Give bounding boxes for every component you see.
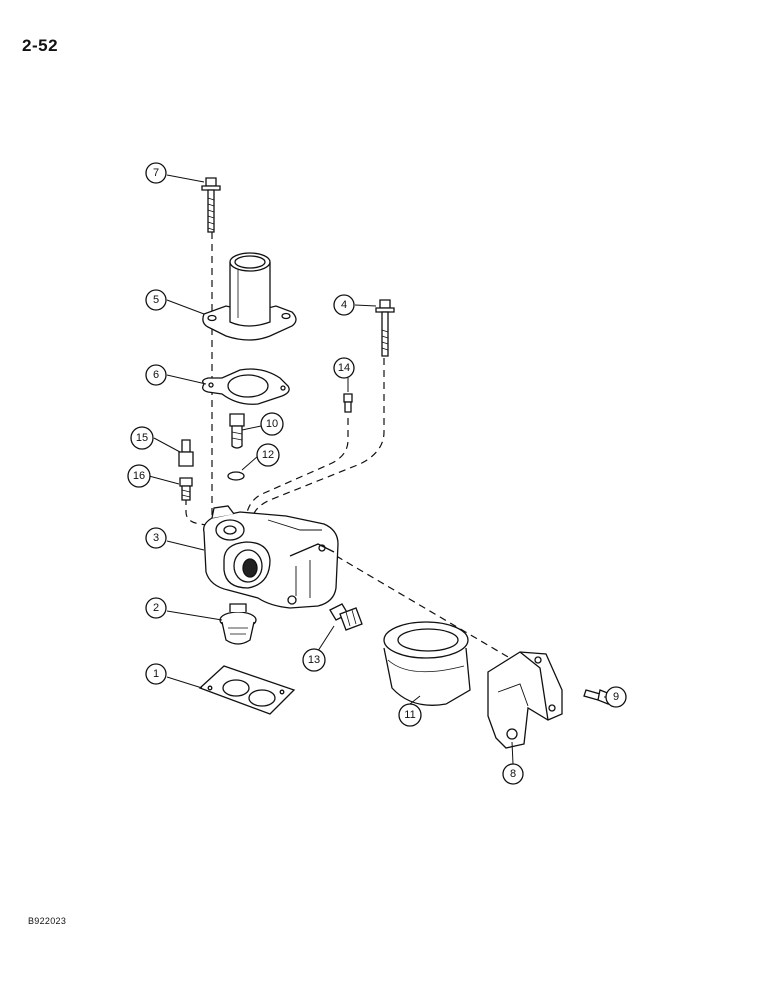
callout-7: 7 xyxy=(145,162,167,184)
fitting-icon xyxy=(178,439,194,467)
callout-number: 6 xyxy=(153,369,159,381)
bolt-icon xyxy=(375,299,395,357)
elbow-outlet-icon xyxy=(202,252,297,341)
callout-3: 3 xyxy=(145,527,167,549)
callout-number: 9 xyxy=(613,691,619,703)
callout-number: 1 xyxy=(153,668,159,680)
callout-6: 6 xyxy=(145,364,167,386)
callout-number: 14 xyxy=(338,362,350,374)
callout-number: 8 xyxy=(510,768,516,780)
bolt-icon xyxy=(201,177,221,233)
callout-number: 4 xyxy=(341,299,347,311)
callout-number: 11 xyxy=(404,709,415,721)
callout-number: 13 xyxy=(308,654,320,666)
callout-14: 14 xyxy=(333,357,355,379)
callout-9: 9 xyxy=(605,686,627,708)
callout-number: 10 xyxy=(266,418,278,430)
callout-10: 10 xyxy=(260,412,284,436)
callout-12: 12 xyxy=(256,443,280,467)
callout-11: 11 xyxy=(398,703,422,727)
callout-5: 5 xyxy=(145,289,167,311)
fitting-icon xyxy=(179,477,193,501)
callout-number: 2 xyxy=(153,602,159,614)
callout-number: 3 xyxy=(153,532,159,544)
thermostat-icon xyxy=(219,603,257,645)
callout-16: 16 xyxy=(127,464,151,488)
figure-code: B922023 xyxy=(28,916,67,926)
callout-number: 7 xyxy=(153,167,159,179)
callout-4: 4 xyxy=(333,294,355,316)
callout-2: 2 xyxy=(145,597,167,619)
callout-15: 15 xyxy=(130,426,154,450)
callout-1: 1 xyxy=(145,663,167,685)
bracket-icon xyxy=(487,651,563,749)
fitting-icon xyxy=(329,603,363,631)
sender-icon xyxy=(229,413,245,449)
plug-icon xyxy=(343,393,353,413)
callout-number: 12 xyxy=(262,449,274,461)
filter-icon xyxy=(383,621,471,706)
callout-number: 5 xyxy=(153,294,159,306)
callout-13: 13 xyxy=(302,648,326,672)
page-number: 2-52 xyxy=(22,36,59,55)
callout-number: 16 xyxy=(133,470,145,482)
gasket-icon xyxy=(202,368,290,405)
callout-number: 15 xyxy=(136,432,148,444)
gasket-icon xyxy=(198,665,296,715)
o-ring-icon xyxy=(227,471,245,481)
leader-lines xyxy=(148,174,610,765)
callout-8: 8 xyxy=(502,763,524,785)
housing-icon xyxy=(203,505,339,609)
